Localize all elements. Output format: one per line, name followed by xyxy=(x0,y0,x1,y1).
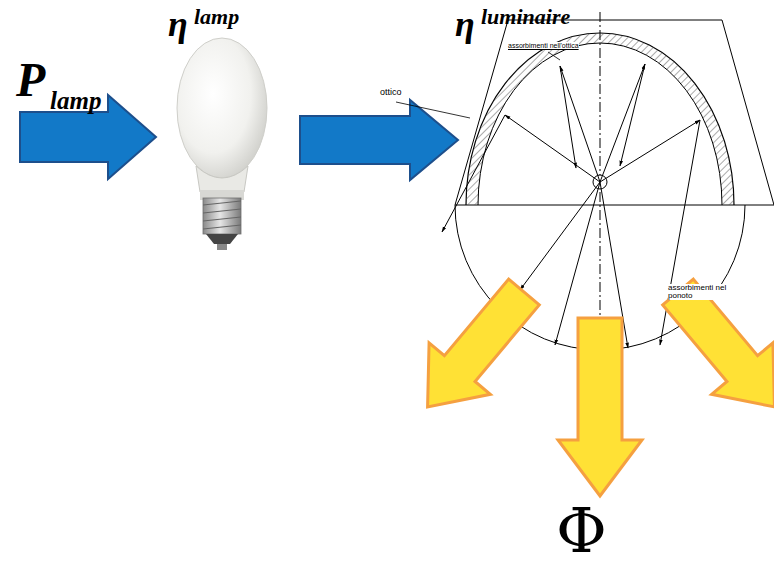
flux-symbol: Φ xyxy=(556,500,607,562)
efficiency-symbol: η xyxy=(455,6,475,42)
power-symbol: P xyxy=(16,56,45,104)
lamp-bulb xyxy=(177,38,267,250)
part-label: ottico xyxy=(380,88,402,97)
superscript: lamp xyxy=(194,6,239,28)
flux-arrow xyxy=(300,100,458,180)
subscript: lamp xyxy=(50,88,101,113)
part-label: assorbimenti nell'ottica xyxy=(508,42,579,49)
part-label: assorbimenti nel ponoto xyxy=(668,284,730,300)
superscript: luminaire xyxy=(481,6,570,28)
efficiency-symbol: η xyxy=(168,6,188,42)
output-arrows xyxy=(397,266,774,496)
